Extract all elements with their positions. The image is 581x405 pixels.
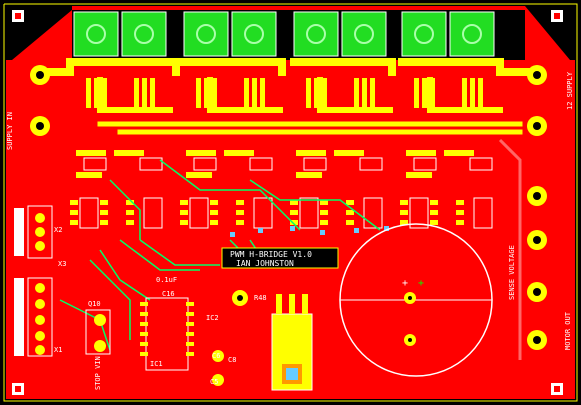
left-edge-label: SUPPLY IN bbox=[6, 112, 14, 150]
svg-text:+: + bbox=[418, 278, 424, 289]
right-edge-trace bbox=[498, 138, 522, 360]
cap-ref-c8: C8 bbox=[228, 356, 236, 364]
electrolytic-capacitor-icon: + + bbox=[339, 223, 493, 377]
mounting-hole-icon bbox=[30, 65, 547, 350]
crystal-ref: Q10 bbox=[88, 300, 101, 308]
board-outline bbox=[3, 3, 578, 402]
title-block bbox=[221, 247, 339, 269]
vias bbox=[230, 226, 389, 237]
mosfet-heatsink-icon bbox=[401, 11, 495, 57]
reg-ref: IC2 bbox=[206, 314, 219, 322]
right-edge-label: MOTOR OUT bbox=[564, 311, 572, 350]
board-author: IAN JOHNSTON bbox=[236, 259, 294, 268]
ic-cluster bbox=[85, 290, 248, 386]
screw-terminal-icon bbox=[14, 205, 53, 357]
mosfet-heatsink-icon bbox=[183, 11, 277, 57]
top-right-label: 12 SUPPLY bbox=[566, 71, 574, 110]
cap-ref-c6: C6 bbox=[212, 352, 220, 360]
smd-components bbox=[70, 150, 493, 229]
cap-value: 0.1uF bbox=[156, 276, 177, 284]
mosfet-heatsink-row bbox=[73, 11, 495, 57]
cap-ref: C16 bbox=[162, 290, 175, 298]
right-edge-label-2: SENSE VOLTAGE bbox=[508, 245, 516, 300]
bottom-left-label: STOP VIN bbox=[94, 356, 102, 390]
mosfet-heatsink-icon bbox=[293, 11, 387, 57]
mosfet-heatsink-icon bbox=[73, 11, 167, 57]
res-label: R48 bbox=[254, 294, 267, 302]
corner-markers bbox=[12, 10, 563, 395]
voltage-regulator-icon bbox=[271, 294, 313, 391]
mosfet-leads bbox=[86, 78, 483, 108]
conn-x3: X3 bbox=[58, 260, 66, 268]
board-title: PWM H-BRIDGE V1.0 bbox=[230, 250, 312, 259]
cap-ref-c5: C5 bbox=[210, 378, 218, 386]
svg-text:+: + bbox=[402, 278, 408, 289]
conn-x1: X1 bbox=[54, 346, 62, 354]
ic-ref: IC1 bbox=[150, 360, 163, 368]
conn-x2: X2 bbox=[54, 226, 62, 234]
power-traces bbox=[36, 58, 544, 135]
